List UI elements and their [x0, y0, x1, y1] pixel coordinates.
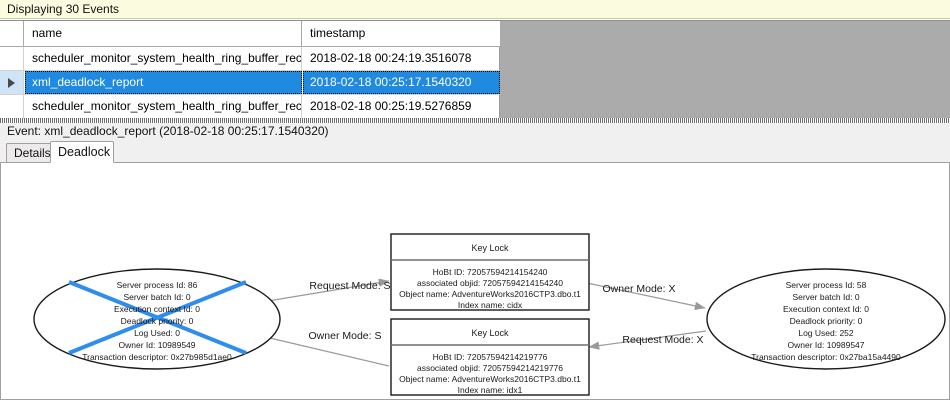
table-row[interactable]: scheduler_monitor_system_health_ring_buf… — [0, 47, 500, 71]
cell-name[interactable]: scheduler_monitor_system_health_ring_buf… — [25, 47, 302, 70]
keylock-top-title: Key Lock — [471, 243, 509, 253]
process-left-line-5: Owner Id: 10989549 — [118, 340, 195, 350]
process-right-line-2: Execution context Id: 0 — [783, 304, 869, 314]
detail-tabstrip: Details Deadlock — [0, 141, 950, 163]
table-row-selected[interactable]: xml_deadlock_report 2018-02-18 00:25:17.… — [0, 71, 500, 95]
cell-timestamp[interactable]: 2018-02-18 00:25:19.5276859 — [310, 99, 472, 113]
keylock-bottom-line-0: HoBt ID: 72057594214219776 — [433, 352, 548, 362]
edge-right-owner: Owner Mode: X — [586, 282, 706, 310]
edge-label-right-request: Request Mode: X — [622, 334, 703, 346]
keylock-top-line-1: associated objid: 72057594214154240 — [417, 278, 563, 288]
edge-left-owner: Owner Mode: S — [256, 330, 390, 367]
resource-node-keylock-top[interactable]: Key Lock HoBt ID: 72057594214154240 asso… — [390, 233, 590, 311]
row-selector-cell[interactable] — [0, 71, 24, 94]
column-header-name[interactable]: name — [25, 21, 302, 46]
keylock-top-line-3: Index name: cidx — [458, 300, 523, 310]
deadlock-graph-canvas[interactable]: Request Mode: S Owner Mode: X Owner Mode… — [0, 163, 950, 400]
tab-deadlock[interactable]: Deadlock — [50, 141, 114, 163]
column-header-timestamp[interactable]: timestamp — [310, 26, 366, 40]
process-node-right[interactable]: Server process Id: 58 Server batch Id: 0… — [706, 268, 946, 370]
edge-label-right-owner: Owner Mode: X — [603, 283, 676, 295]
process-left-line-1: Server batch Id: 0 — [123, 292, 190, 302]
edge-right-request: Request Mode: X — [588, 330, 707, 350]
header-selector-cell — [0, 21, 24, 46]
process-right-line-6: Transaction descriptor: 0x27ba15a4490 — [751, 352, 901, 362]
process-right-line-0: Server process Id: 58 — [786, 280, 867, 290]
events-caption-label: Displaying 30 Events — [7, 2, 120, 16]
row-selector-cell[interactable] — [0, 47, 24, 70]
process-left-line-4: Log Used: 0 — [134, 328, 180, 338]
resource-node-keylock-bottom[interactable]: Key Lock HoBt ID: 72057594214219776 asso… — [390, 318, 590, 396]
event-detail-header: Event: xml_deadlock_report (2018-02-18 0… — [0, 123, 950, 141]
victim-cross-icon — [68, 280, 247, 355]
event-detail-title: Event: xml_deadlock_report (2018-02-18 0… — [7, 124, 329, 138]
keylock-bottom-line-2: Object name: AdventureWorks2016CTP3.dbo.… — [399, 374, 581, 384]
events-caption-bar: Displaying 30 Events — [0, 0, 950, 19]
row-selector-cell[interactable] — [0, 95, 24, 118]
keylock-top-line-0: HoBt ID: 72057594214154240 — [433, 267, 548, 277]
events-grid[interactable]: name timestamp scheduler_monitor_system_… — [0, 20, 950, 119]
current-row-arrow-icon — [8, 77, 15, 88]
process-right-line-4: Log Used: 252 — [798, 328, 854, 338]
process-left-line-6: Transaction descriptor: 0x27b985d1ae0 — [82, 352, 232, 362]
keylock-bottom-title: Key Lock — [471, 328, 509, 338]
cell-timestamp[interactable]: 2018-02-18 00:25:17.1540320 — [303, 71, 500, 94]
keylock-bottom-line-1: associated objid: 72057594214219776 — [417, 363, 563, 373]
tab-details[interactable]: Details — [6, 143, 54, 162]
process-node-left[interactable]: Server process Id: 86 Server batch Id: 0… — [33, 268, 281, 370]
horizontal-splitter[interactable] — [0, 118, 950, 123]
edge-label-left-request: Request Mode: S — [309, 280, 390, 292]
process-right-line-1: Server batch Id: 0 — [792, 292, 859, 302]
keylock-bottom-line-3: Index name: idx1 — [458, 385, 523, 395]
cell-name[interactable]: xml_deadlock_report — [25, 71, 302, 94]
cell-timestamp[interactable]: 2018-02-18 00:24:19.3516078 — [310, 51, 472, 65]
edge-label-left-owner: Owner Mode: S — [309, 330, 382, 342]
events-grid-viewport: name timestamp scheduler_monitor_system_… — [0, 21, 500, 119]
cell-name[interactable]: scheduler_monitor_system_health_ring_buf… — [25, 95, 302, 118]
table-row[interactable]: scheduler_monitor_system_health_ring_buf… — [0, 95, 500, 119]
process-left-line-2: Execution context Id: 0 — [114, 304, 200, 314]
process-left-line-3: Deadlock priority: 0 — [121, 316, 194, 326]
edge-left-request: Request Mode: S — [255, 278, 391, 304]
events-grid-header-row: name timestamp — [0, 21, 500, 47]
process-right-line-3: Deadlock priority: 0 — [790, 316, 863, 326]
keylock-top-line-2: Object name: AdventureWorks2016CTP3.dbo.… — [399, 289, 581, 299]
process-left-line-0: Server process Id: 86 — [117, 280, 198, 290]
process-right-line-5: Owner Id: 10989547 — [787, 340, 864, 350]
